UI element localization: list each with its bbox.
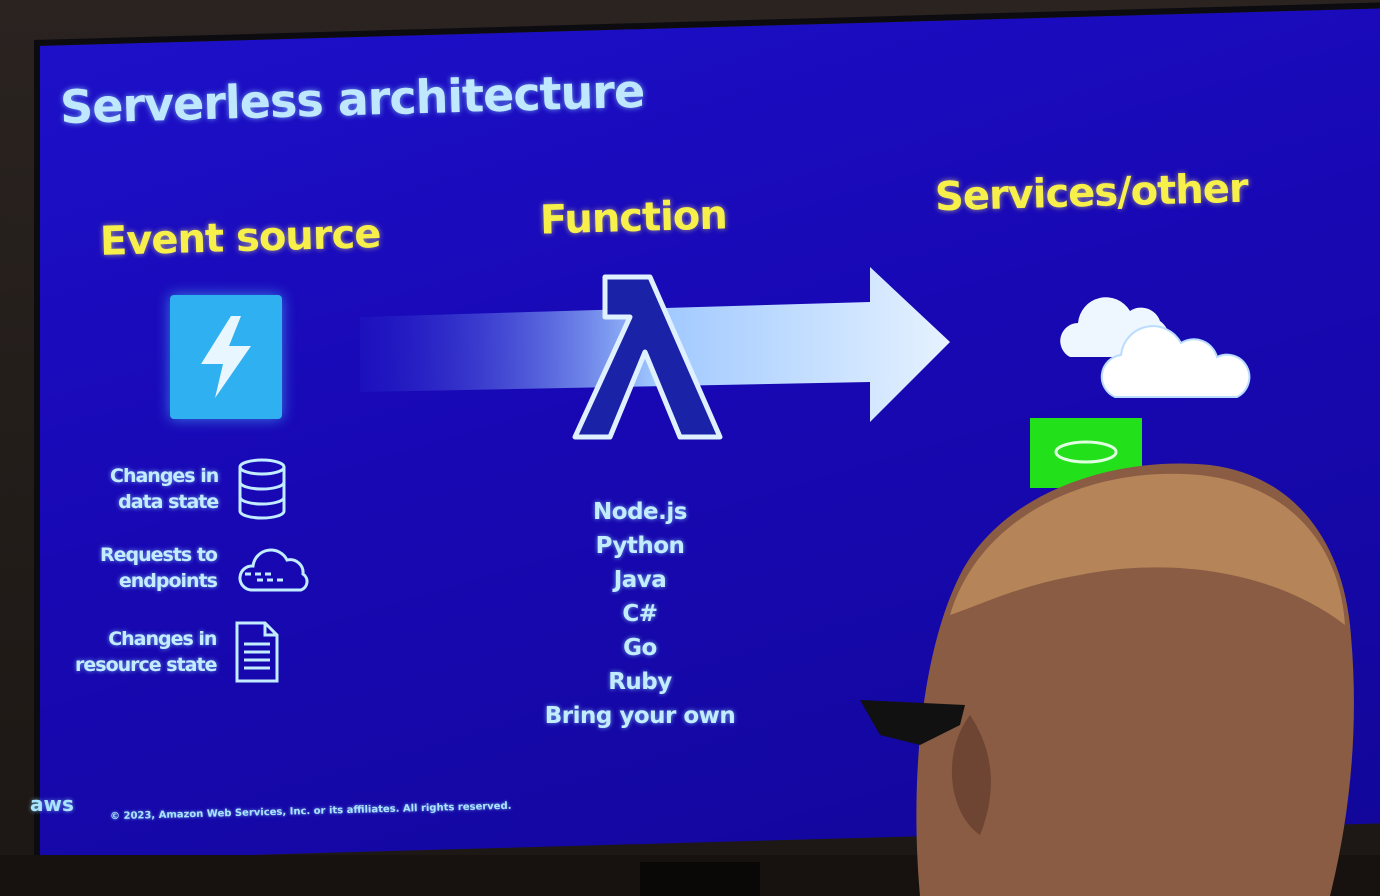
language-item: Ruby xyxy=(608,669,672,695)
services-heading: Services/other xyxy=(934,165,1249,221)
database-icon xyxy=(238,458,286,520)
screen-stand xyxy=(640,862,760,896)
function-heading: Function xyxy=(539,192,728,244)
document-icon xyxy=(235,621,279,683)
lambda-icon xyxy=(572,274,723,440)
lightning-bolt-icon xyxy=(170,295,282,419)
aws-logo: aws xyxy=(30,792,74,816)
language-item: C# xyxy=(622,601,658,627)
event-source-heading: Event source xyxy=(99,211,381,265)
language-item: Bring your own xyxy=(544,703,736,729)
language-item: Python xyxy=(595,533,685,559)
language-item: Java xyxy=(613,567,667,593)
audience-member-head xyxy=(860,463,1354,896)
language-item: Go xyxy=(623,635,657,661)
cloud-icon xyxy=(238,548,309,592)
language-item: Node.js xyxy=(593,499,687,525)
clouds-icon xyxy=(1060,297,1251,398)
source-item-resource-state: Changes in resource state xyxy=(75,620,280,684)
language-list: Node.js Python Java C# Go Ruby Bring you… xyxy=(540,495,740,733)
source-item-data-state: Changes in data state xyxy=(110,458,288,520)
source-item-endpoints: Requests to endpoints xyxy=(100,540,313,596)
